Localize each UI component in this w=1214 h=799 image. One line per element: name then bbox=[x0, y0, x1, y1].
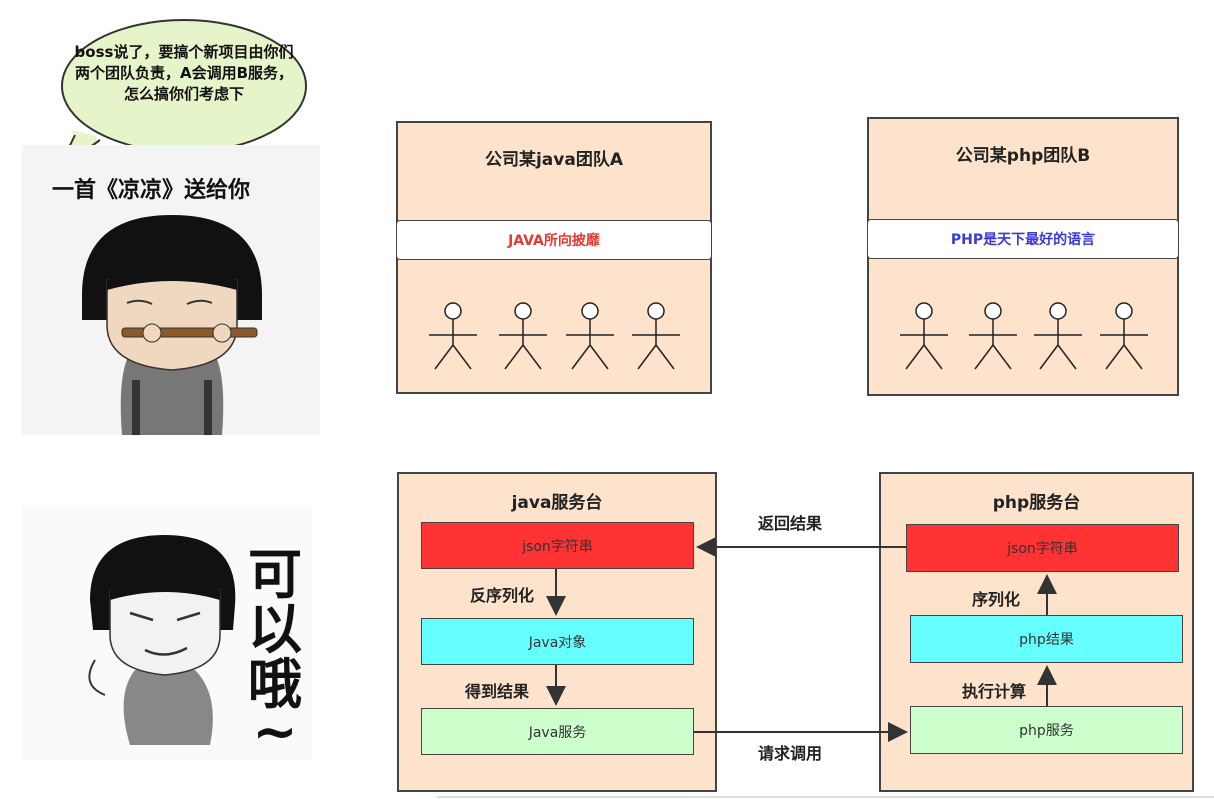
team-b-motto: PHP是天下最好的语言 bbox=[867, 219, 1179, 259]
java-service-node: Java服务 bbox=[421, 708, 694, 755]
java-service-title: java服务台 bbox=[511, 493, 603, 513]
get-result-label: 得到结果 bbox=[465, 682, 530, 701]
deserialize-label: 反序列化 bbox=[470, 586, 535, 605]
java-json-node: json字符串 bbox=[421, 522, 694, 569]
team-a-title: 公司某java团队A bbox=[484, 150, 623, 170]
serialize-label: 序列化 bbox=[972, 590, 1021, 609]
php-json-node: json字符串 bbox=[906, 524, 1179, 572]
team-b-title: 公司某php团队B bbox=[955, 146, 1091, 166]
meme-bottom-char-4: ~ bbox=[252, 700, 298, 763]
return-result-label: 返回结果 bbox=[758, 514, 823, 533]
meme-top-caption: 一首《凉凉》送给你 bbox=[52, 178, 251, 203]
request-call-label: 请求调用 bbox=[758, 744, 823, 763]
php-service-title: php服务台 bbox=[992, 493, 1081, 513]
team-a-motto: JAVA所向披靡 bbox=[396, 220, 712, 260]
java-object-node: Java对象 bbox=[421, 618, 694, 665]
speech-bubble-text: boss说了，要搞个新项目由你们两个团队负责，A会调用B服务，怎么搞你们考虑下 bbox=[74, 43, 294, 103]
team-b-box: 公司某php团队B PHP是天下最好的语言 bbox=[867, 117, 1179, 396]
php-result-node: php结果 bbox=[910, 615, 1183, 663]
meme-bottom-char-1: 可 bbox=[248, 543, 302, 606]
execute-calc-label: 执行计算 bbox=[962, 682, 1027, 701]
meme-bottom-char-3: 哦 bbox=[248, 653, 302, 716]
php-service-node: php服务 bbox=[910, 706, 1183, 754]
meme-okay-character bbox=[88, 535, 236, 745]
meme-bottom-char-2: 以 bbox=[248, 598, 302, 661]
meme-flute-character bbox=[82, 215, 262, 435]
team-a-box: 公司某java团队A JAVA所向披靡 bbox=[396, 121, 712, 394]
team-b-members bbox=[900, 302, 1148, 370]
team-a-members bbox=[429, 302, 680, 370]
